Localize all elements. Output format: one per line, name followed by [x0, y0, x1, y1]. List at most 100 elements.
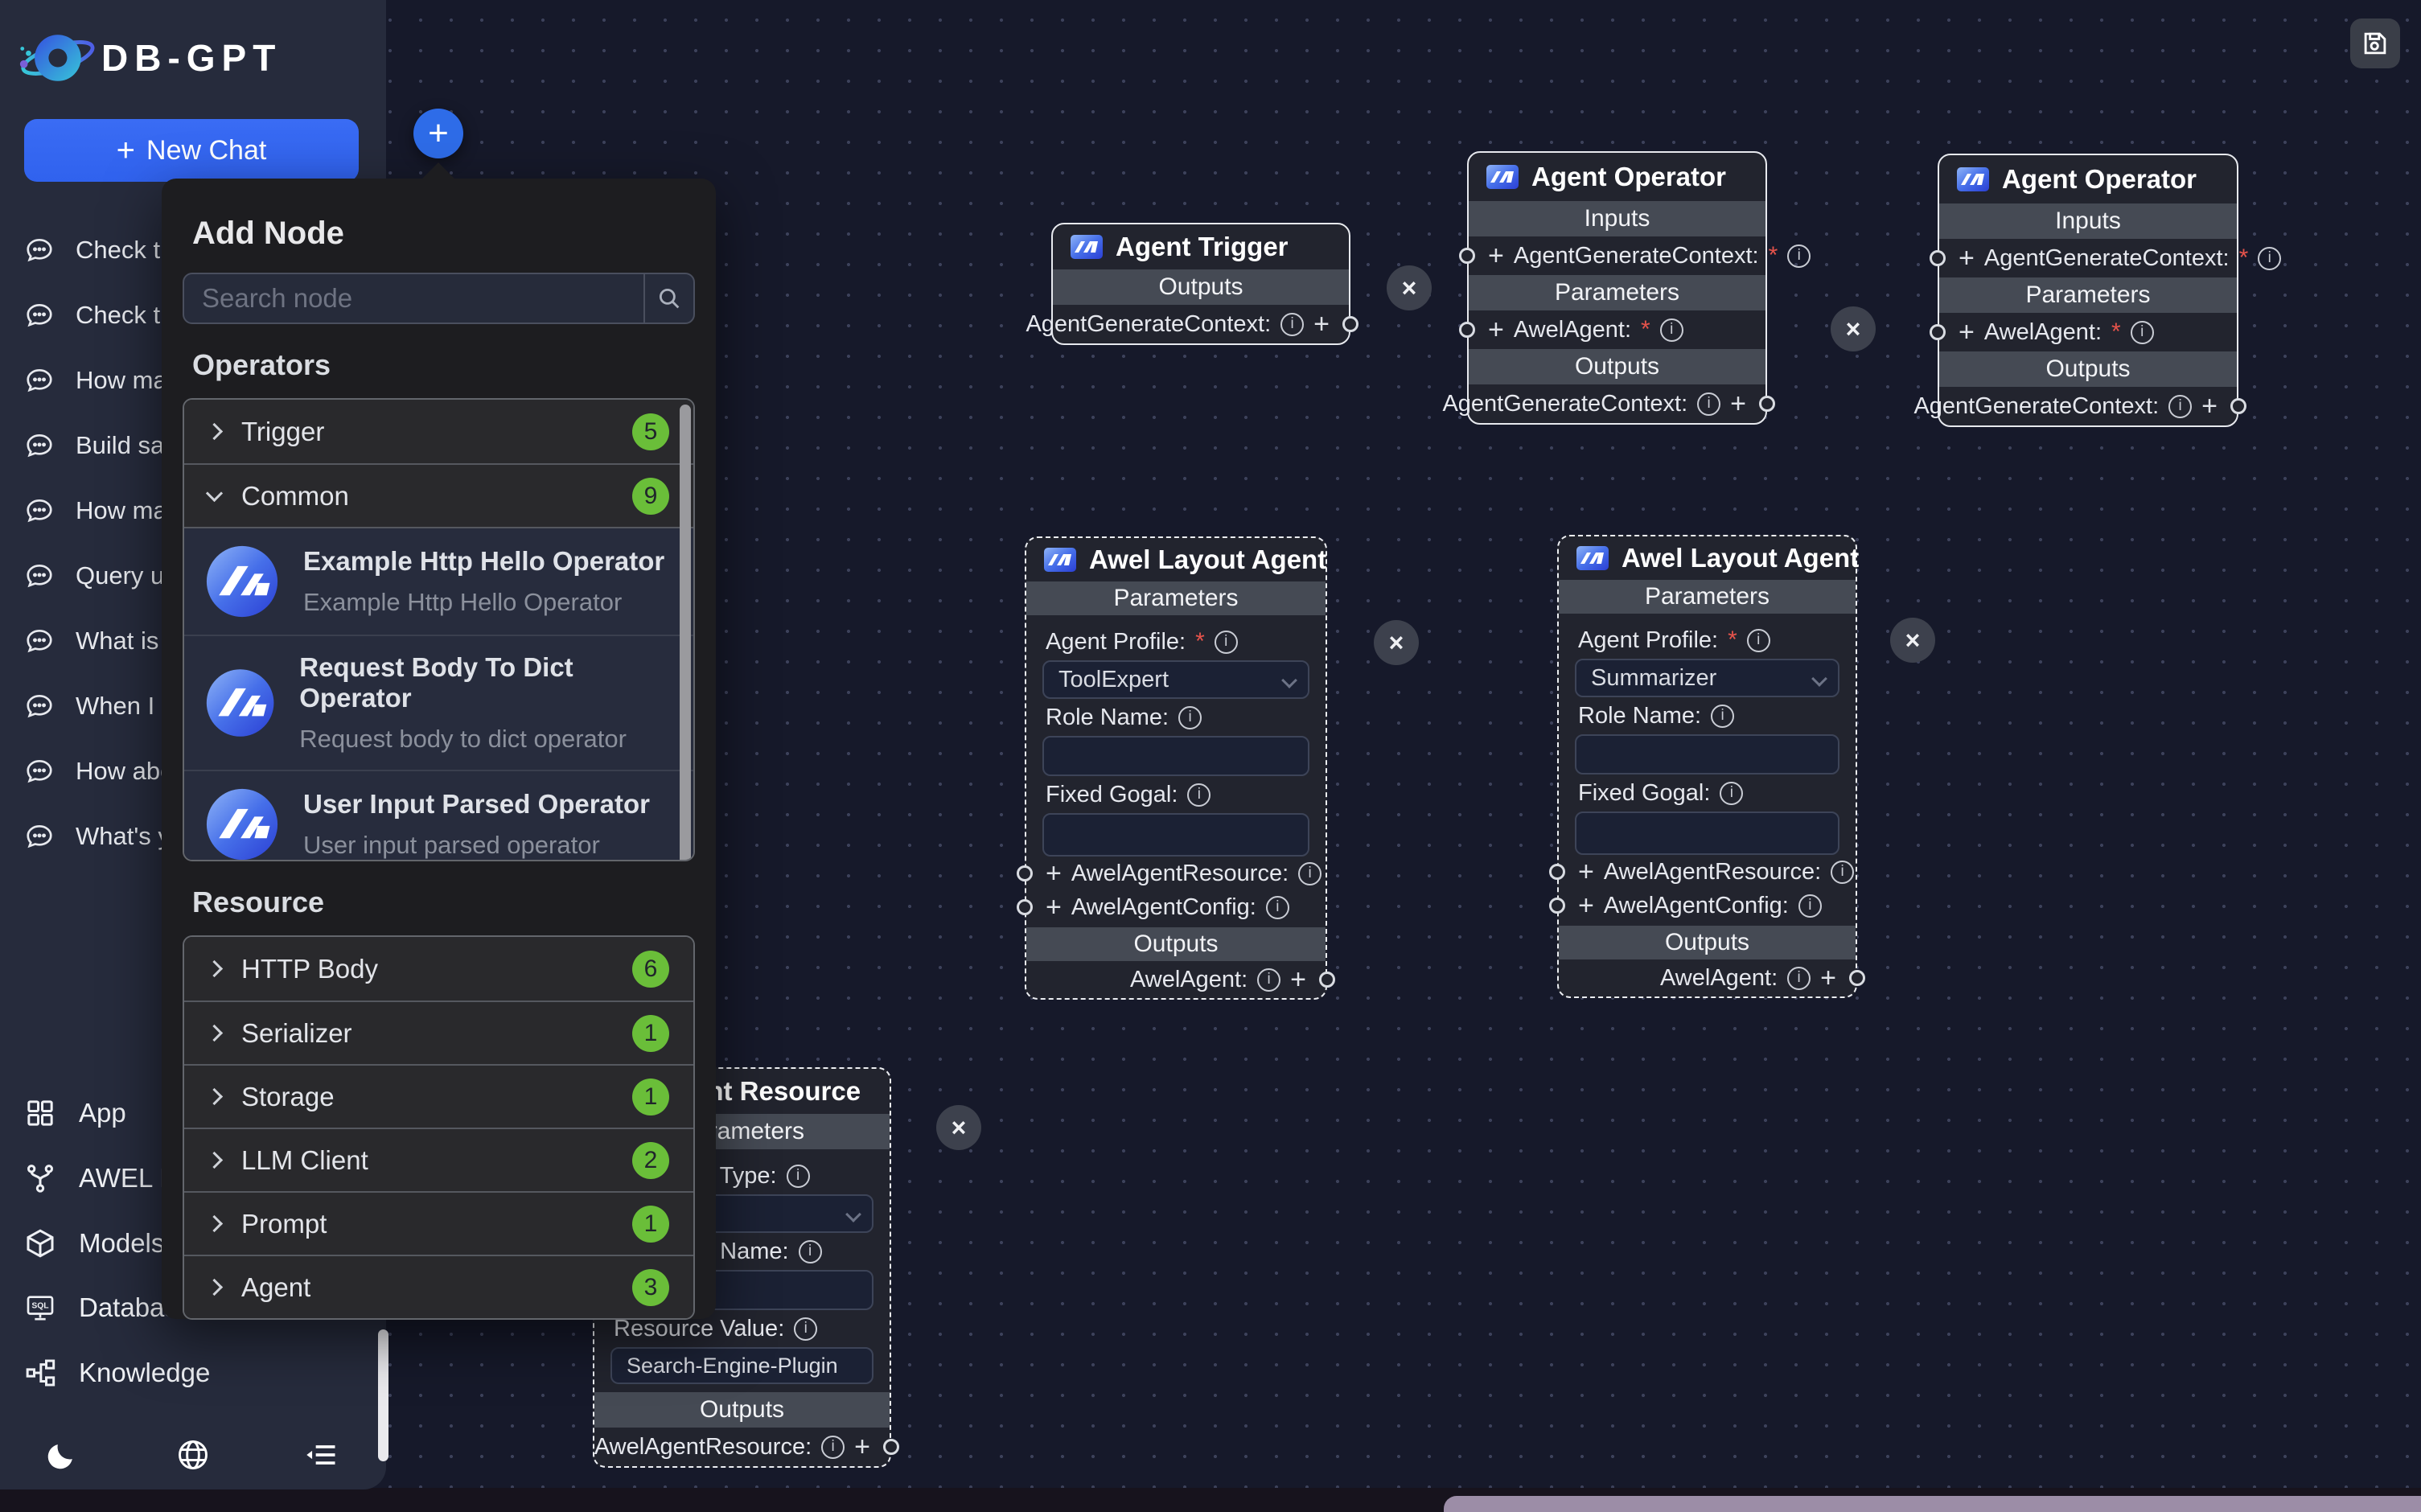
config-handle[interactable]	[1017, 899, 1033, 915]
info-icon[interactable]	[1659, 318, 1683, 342]
input-handle[interactable]	[1930, 250, 1946, 266]
config-handle[interactable]	[1549, 898, 1565, 914]
plus-icon[interactable]	[1046, 860, 1062, 887]
edge-delete-button[interactable]	[1387, 265, 1432, 310]
info-icon[interactable]	[1257, 968, 1281, 992]
info-icon[interactable]	[1265, 895, 1289, 919]
category-llm-client[interactable]: LLM Client 2	[184, 1128, 693, 1191]
plus-icon[interactable]	[1488, 316, 1504, 343]
info-icon[interactable]	[1720, 781, 1744, 805]
agent-profile-select[interactable]: ToolExpert	[1042, 660, 1309, 699]
resource-handle[interactable]	[1549, 864, 1565, 880]
info-icon[interactable]	[1798, 894, 1822, 918]
node-awel-layout-agent-1[interactable]: Awel Layout Agent Parameters Agent Profi…	[1017, 536, 1335, 1000]
info-icon[interactable]	[794, 1317, 818, 1341]
info-icon[interactable]	[1831, 860, 1855, 884]
save-flow-button[interactable]	[2350, 18, 2400, 68]
fixed-goal-input[interactable]	[1042, 813, 1309, 857]
node-agent-trigger[interactable]: Agent Trigger Outputs AgentGenerateConte…	[1026, 223, 1358, 345]
resource-port-row: AwelAgentResource:	[1017, 857, 1322, 890]
output-handle[interactable]	[2230, 398, 2246, 414]
output-port-row: AwelAgent:	[1559, 959, 1865, 996]
plus-icon[interactable]	[1730, 390, 1746, 417]
collapse-sidebar-button[interactable]	[304, 1437, 339, 1477]
agent-profile-label: Agent Profile:	[1578, 627, 1839, 653]
sidebar-item-app[interactable]: App	[24, 1097, 126, 1129]
param-handle[interactable]	[1459, 322, 1475, 338]
output-handle[interactable]	[1759, 396, 1775, 412]
search-button[interactable]	[643, 274, 693, 323]
canvas-scrollbar[interactable]	[378, 1329, 388, 1461]
info-icon[interactable]	[2168, 394, 2193, 418]
info-icon[interactable]	[1214, 630, 1238, 654]
info-icon[interactable]	[1746, 628, 1770, 652]
category-trigger[interactable]: Trigger 5	[184, 400, 693, 463]
node-awel-layout-agent-2[interactable]: Awel Layout Agent Parameters Agent Profi…	[1549, 535, 1865, 998]
plus-icon[interactable]	[1488, 242, 1504, 269]
edge-delete-button[interactable]	[1890, 618, 1935, 663]
node-agent-operator-2[interactable]: Agent Operator Inputs AgentGenerateConte…	[1913, 154, 2282, 427]
info-icon[interactable]	[2130, 320, 2154, 344]
category-agent[interactable]: Agent 3	[184, 1255, 693, 1318]
category-storage[interactable]: Storage 1	[184, 1064, 693, 1128]
plus-icon[interactable]	[2201, 392, 2218, 420]
info-icon[interactable]	[1187, 783, 1211, 807]
info-icon[interactable]	[1787, 966, 1811, 990]
inputs-band: Inputs	[1939, 203, 2237, 239]
plus-icon[interactable]	[1959, 244, 1975, 272]
category-common[interactable]: Common 9	[184, 463, 693, 527]
fixed-goal-input[interactable]	[1575, 811, 1839, 855]
plus-icon[interactable]	[1046, 894, 1062, 921]
resource-handle[interactable]	[1017, 865, 1033, 881]
info-icon[interactable]	[1280, 312, 1305, 336]
add-node-button[interactable]	[413, 109, 463, 158]
panel-scrollbar[interactable]	[680, 405, 691, 860]
count-badge: 2	[632, 1141, 669, 1179]
agent-profile-select[interactable]: Summarizer	[1575, 659, 1839, 697]
plus-icon[interactable]	[1820, 964, 1836, 992]
input-handle[interactable]	[1459, 248, 1475, 264]
edge-delete-button[interactable]	[1831, 306, 1876, 351]
edge-delete-button[interactable]	[936, 1105, 981, 1150]
node-agent-operator-1[interactable]: Agent Operator Inputs AgentGenerateConte…	[1442, 151, 1811, 425]
info-icon[interactable]	[1697, 392, 1721, 416]
operator-list-item[interactable]: Request Body To Dict Operator Request bo…	[184, 635, 693, 770]
theme-toggle-button[interactable]	[44, 1437, 80, 1477]
plus-icon[interactable]	[1313, 310, 1330, 338]
info-icon[interactable]	[1178, 705, 1202, 729]
operator-list-item[interactable]: User Input Parsed Operator User input pa…	[184, 770, 693, 860]
chevron-right-icon	[205, 959, 224, 978]
sidebar-item-knowledge[interactable]: Knowledge	[24, 1357, 210, 1389]
window-bottom-edge	[0, 1488, 2421, 1512]
info-icon[interactable]	[821, 1435, 845, 1459]
role-name-input[interactable]	[1042, 736, 1309, 776]
output-handle[interactable]	[1849, 970, 1865, 986]
plus-icon[interactable]	[1578, 858, 1594, 885]
plus-icon[interactable]	[1959, 318, 1975, 346]
info-icon[interactable]	[1711, 704, 1735, 728]
info-icon[interactable]	[1787, 244, 1811, 268]
panel-title: Add Node	[192, 216, 344, 251]
output-handle[interactable]	[883, 1439, 899, 1455]
sidebar-item-models[interactable]: Models	[24, 1227, 164, 1259]
resource-value-input[interactable]	[610, 1347, 873, 1384]
info-icon[interactable]	[2258, 246, 2282, 270]
plus-icon[interactable]	[1290, 966, 1306, 993]
role-name-input[interactable]	[1575, 734, 1839, 774]
category-http-body[interactable]: HTTP Body 6	[184, 937, 693, 1000]
category-serializer[interactable]: Serializer 1	[184, 1000, 693, 1064]
search-input[interactable]	[184, 274, 643, 323]
operator-list-item[interactable]: Example Http Hello Operator Example Http…	[184, 528, 693, 635]
output-handle[interactable]	[1342, 316, 1358, 332]
info-icon[interactable]	[798, 1239, 822, 1263]
edge-delete-button[interactable]	[1374, 620, 1419, 665]
plus-icon[interactable]	[854, 1433, 870, 1461]
param-handle[interactable]	[1930, 324, 1946, 340]
info-icon[interactable]	[786, 1164, 810, 1188]
info-icon[interactable]	[1298, 861, 1322, 885]
category-prompt[interactable]: Prompt 1	[184, 1191, 693, 1255]
language-button[interactable]	[175, 1437, 211, 1477]
new-chat-button[interactable]: + New Chat	[24, 119, 359, 182]
output-handle[interactable]	[1319, 972, 1335, 988]
plus-icon[interactable]	[1578, 892, 1594, 919]
